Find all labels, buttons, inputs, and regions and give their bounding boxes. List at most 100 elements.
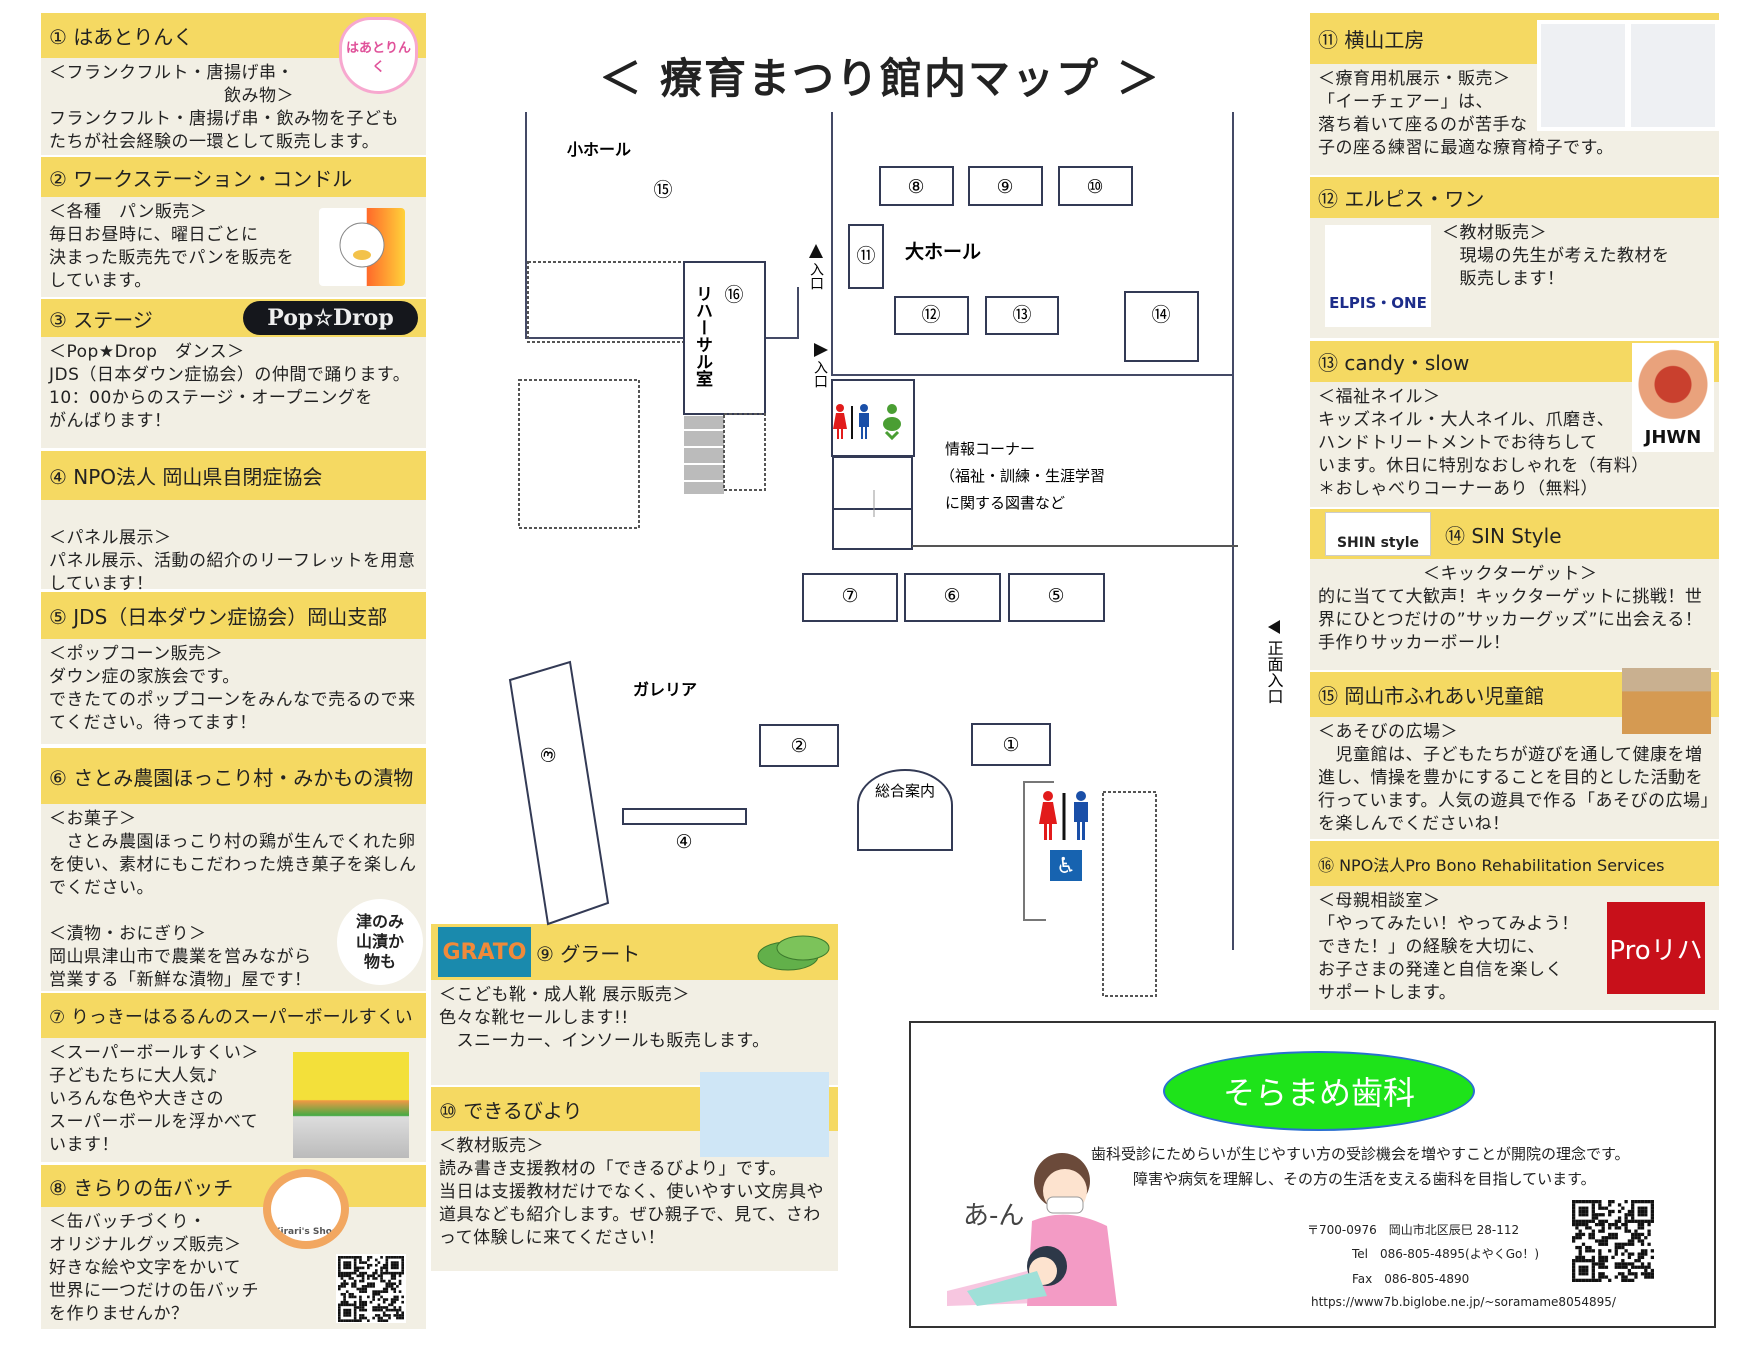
section-description: ＜スーパーボールすくい＞ 子どもたちに大人気♪ いろんな色や大きさの スーパーボ… xyxy=(49,1043,259,1155)
exhibitor-section: ⑦ りっきーはるるんのスーパーボールすくい ＜スーパーボールすくい＞ 子どもたちに… xyxy=(41,993,426,1162)
female-restroom-icon xyxy=(1039,791,1057,840)
rehearsal-room[interactable] xyxy=(683,261,766,415)
grato-logo: GRATO xyxy=(438,927,531,977)
booth-6-box[interactable] xyxy=(904,573,1001,622)
booth-4-box[interactable] xyxy=(622,808,747,825)
exhibitor-section: ⑩ できるびより＜教材販売＞ 読み書き支援教材の「できるびより」です。 当日は支… xyxy=(431,1072,838,1271)
section-title: ⑯ NPO法人Pro Bono Rehabilitation Services xyxy=(1318,855,1665,875)
exhibitor-section: ① はあとりんく ＜フランクフルト・唐揚げ串・ 飲み物＞ フランクフルト・唐揚げ串… xyxy=(41,13,426,155)
booth-9-box[interactable] xyxy=(968,166,1043,206)
entrance-arrow-right-icon xyxy=(814,343,828,357)
section-header: ⑫ エルピス・ワン xyxy=(1310,177,1719,218)
wheelchair-icon xyxy=(1050,850,1082,881)
small-hall-label: 小ホール xyxy=(567,140,631,159)
booth-3-box[interactable] xyxy=(508,660,610,926)
booth-5[interactable]: ⑤ xyxy=(1047,585,1064,607)
booth-1[interactable]: ① xyxy=(1002,734,1019,756)
qr-code[interactable] xyxy=(1572,1200,1654,1282)
section-description: ＜缶バッチづくり・ オリジナルグッズ販売＞ 好きな絵や文字をかいて 世界に一つだ… xyxy=(49,1212,259,1324)
booth-6[interactable]: ⑥ xyxy=(943,585,960,607)
stairs xyxy=(684,416,724,494)
section-title: ⑬ candy・slow xyxy=(1318,351,1470,375)
booth-8-box[interactable] xyxy=(879,166,954,206)
booth-13[interactable]: ⑬ xyxy=(1012,304,1031,326)
textbook-images xyxy=(700,1072,829,1157)
booth-11[interactable]: ⑪ xyxy=(856,245,875,267)
section-description: ＜あそびの広場＞ 児童館は、子どもたちが遊びを通して健康を増進し、情操を豊かにす… xyxy=(1318,722,1710,834)
info-desk[interactable] xyxy=(857,769,953,851)
section-title: ⑨ グラート xyxy=(536,941,641,966)
section-description: ＜療育用机展示・販売＞ 「イーチェアー」は、 落ち着いて座るのが苦手な 子の座る… xyxy=(1318,69,1614,158)
room xyxy=(832,508,913,550)
exhibitor-section: ⑨ グラート＜こども靴・成人靴 展示販売＞ 色々な靴セールします!! スニーカー… xyxy=(431,924,838,1085)
section-title: ⑦ りっきーはるるんのスーパーボールすくい xyxy=(49,1006,413,1028)
entrance-label: 入口 xyxy=(808,262,824,290)
booth-14[interactable]: ⑭ xyxy=(1151,304,1170,326)
booth-7[interactable]: ⑦ xyxy=(841,585,858,607)
qr-code xyxy=(336,1254,406,1323)
section-title: ① はあとりんく xyxy=(49,25,194,49)
section-header: ⑥ さとみ農園ほっこり村・みかもの漬物 xyxy=(41,748,426,804)
booth-12[interactable]: ⑫ xyxy=(921,304,940,326)
booth-1-box[interactable] xyxy=(971,723,1051,766)
clinic-mission: 障害や病気を理解し、その方の生活を支える歯科を目指しています。 xyxy=(1133,1170,1596,1188)
booth-13-box[interactable] xyxy=(985,296,1059,335)
dental-clinic-ad: そらまめ歯科 歯科受診にためらいが生じやすい方の受診機会を増やすことが開院の理念… xyxy=(909,1021,1716,1328)
section-title: ⑪ 横山工房 xyxy=(1318,28,1425,52)
section-description: ＜フランクフルト・唐揚げ串・ 飲み物＞ フランクフルト・唐揚げ串・飲み物を子ども… xyxy=(49,63,399,152)
page-title: ＜ 療育まつり館内マップ ＞ xyxy=(599,54,1161,103)
section-title: ⑭ SIN Style xyxy=(1445,523,1562,548)
booth-16[interactable]: ⑯ xyxy=(724,284,743,306)
clinic-url[interactable]: https://www7b.biglobe.ne.jp/~soramame805… xyxy=(1311,1295,1616,1309)
dashed-area xyxy=(723,413,766,491)
svg-text:♿: ♿ xyxy=(1056,854,1076,879)
main-entrance-arrow-icon xyxy=(1268,620,1280,634)
baby-care-icon xyxy=(883,404,901,441)
exhibitor-section: ⑫ エルピス・ワン ＜教材販売＞ 現場の先生が考えた教材を 販売します！ELPIS… xyxy=(1310,177,1719,338)
speech-text: あ-ん xyxy=(963,1201,1025,1231)
section-title: ⑫ エルピス・ワン xyxy=(1318,187,1485,211)
dentist-illustration xyxy=(947,1153,1117,1306)
section-title: ⑮ 岡山市ふれあい児童館 xyxy=(1318,684,1545,708)
booth-15[interactable]: ⑮ xyxy=(653,179,672,201)
small-hall-wall xyxy=(525,112,799,339)
elpis-one-logo: ELPIS・ONE xyxy=(1325,225,1431,327)
booth-7-box[interactable] xyxy=(802,573,898,622)
booth-3[interactable]: ③ xyxy=(536,744,561,765)
booth-12-box[interactable] xyxy=(894,296,969,335)
rehearsal-label: リハーサル室 xyxy=(692,285,713,387)
section-title: ② ワークステーション・コンドル xyxy=(49,166,353,191)
section-header: ② ワークステーション・コンドル xyxy=(41,157,426,197)
booth-11-box[interactable] xyxy=(848,224,884,289)
big-hall-wall xyxy=(831,112,1233,376)
booth-2-box[interactable] xyxy=(759,724,839,767)
exhibitor-section: ⑤ JDS（日本ダウン症協会）岡山支部＜ポップコーン販売＞ ダウン症の家族会です… xyxy=(41,592,426,744)
exhibitor-section: ⑥ さとみ農園ほっこり村・みかもの漬物＜お菓子＞ さとみ農園ほっこり村の鶏が生ん… xyxy=(41,748,426,991)
info-corner-line: 情報コーナー xyxy=(945,440,1035,458)
dashed-area xyxy=(518,379,640,529)
booth-5-box[interactable] xyxy=(1008,573,1105,622)
exhibitor-section: ⑬ candy・slow＜福祉ネイル＞ キッズネイル・大人ネイル、爪磨き、 ハン… xyxy=(1310,341,1719,507)
bird-mascot-image xyxy=(319,208,405,286)
kirari-badge-logo: Kirari's Shop xyxy=(263,1169,349,1249)
entrance-label: 入口 xyxy=(812,360,828,388)
clinic-fax: Fax 086-805-4890 xyxy=(1352,1272,1470,1286)
galleria-label: ガレリア xyxy=(633,680,697,699)
exhibitor-section: ③ ステージ＜Pop★Drop ダンス＞ JDS（日本ダウン症協会）の仲間で踊り… xyxy=(41,299,426,448)
exhibitor-section: ⑭ SIN Style ＜キックターゲット＞ 的に当てて大歓声！キックターゲット… xyxy=(1310,509,1719,670)
booth-10[interactable]: ⑩ xyxy=(1086,176,1103,198)
section-description: ＜母親相談室＞ 「やってみたい！やってみよう！ できた！」の経験を大切に、 お子… xyxy=(1318,891,1579,1003)
booth-4[interactable]: ④ xyxy=(675,831,692,853)
mikamo-tsukemono-logo: 津のみ 山漬か 物も xyxy=(337,899,423,985)
section-description: ＜教材販売＞ 現場の先生が考えた教材を 販売します！ xyxy=(1442,223,1670,289)
booth-9[interactable]: ⑨ xyxy=(996,176,1013,198)
booth-8[interactable]: ⑧ xyxy=(907,176,924,198)
exhibitor-section: ⑧ きらりの缶バッチ＜缶バッチづくり・ オリジナルグッズ販売＞ 好きな絵や文字を… xyxy=(41,1165,426,1329)
section-title: ⑩ できるびより xyxy=(439,1098,583,1123)
booth-10-box[interactable] xyxy=(1058,166,1133,206)
booth-14-box[interactable] xyxy=(1124,291,1199,362)
restroom xyxy=(831,379,915,457)
section-title: ⑤ JDS（日本ダウン症協会）岡山支部 xyxy=(49,605,388,629)
booth-2[interactable]: ② xyxy=(790,735,807,757)
section-title: ④ NPO法人 岡山県自閉症協会 xyxy=(49,465,323,489)
